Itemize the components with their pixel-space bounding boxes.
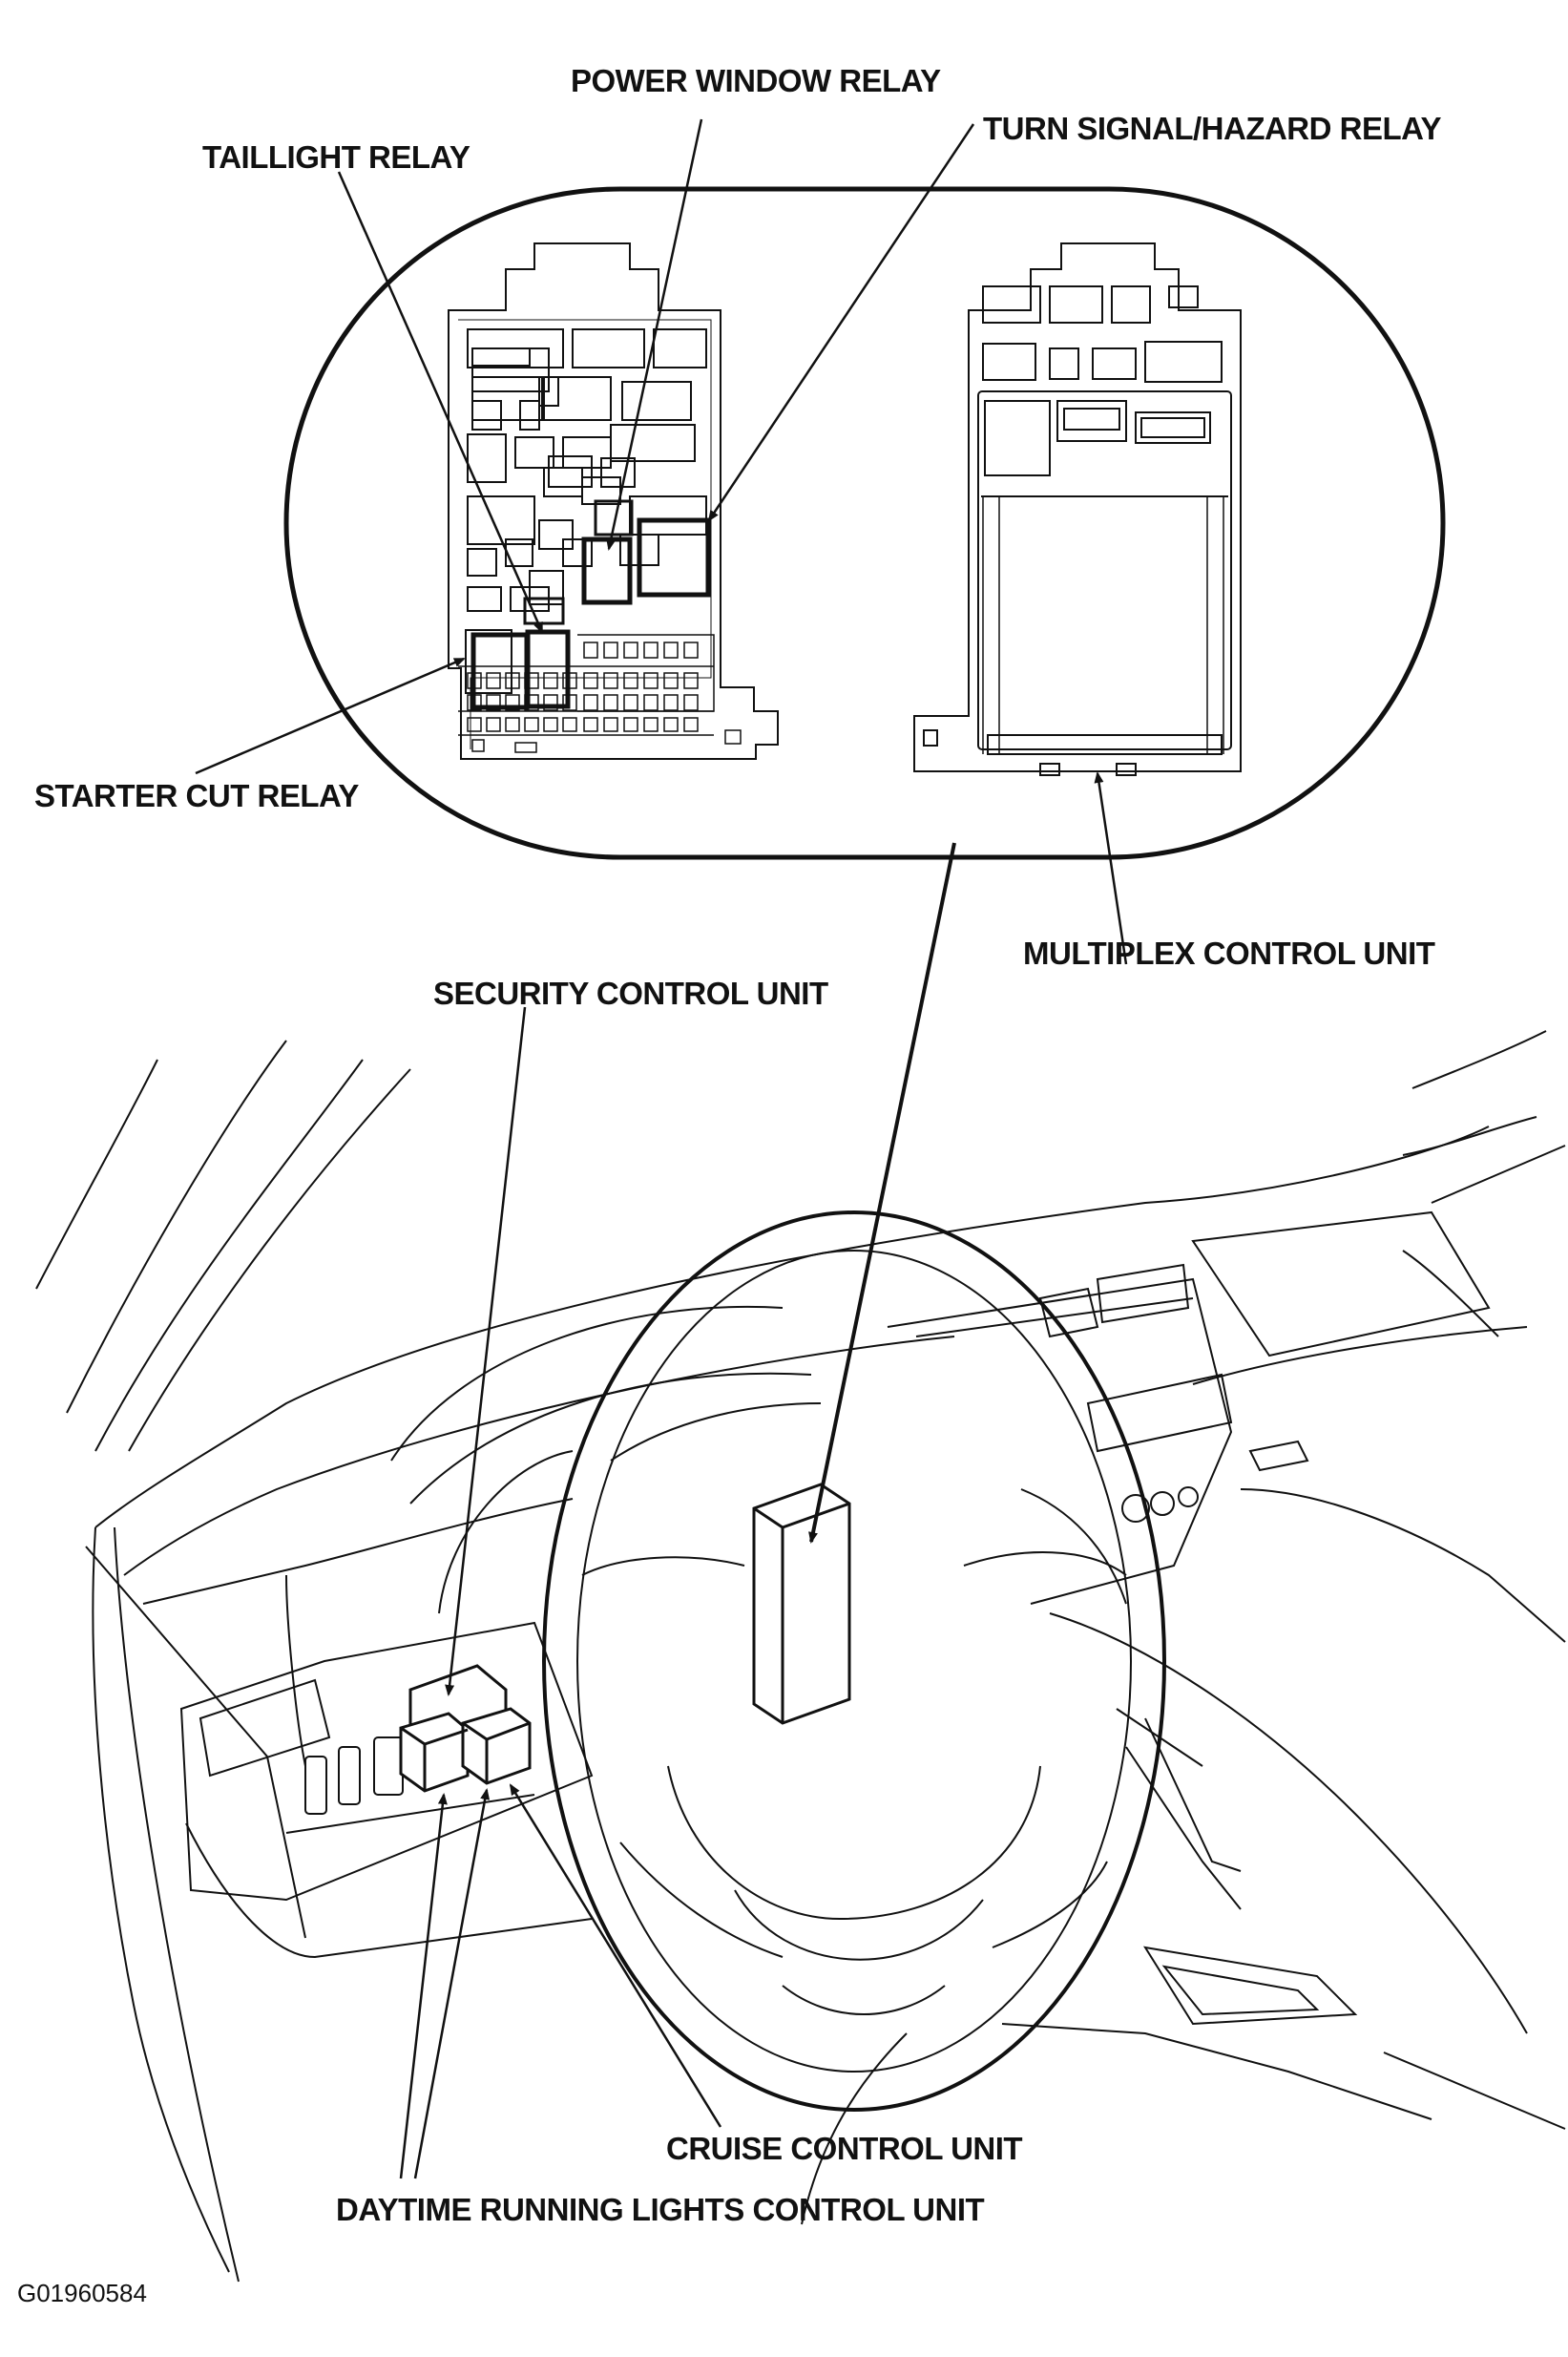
leader-security-control-unit (445, 1007, 525, 1696)
leader-drl-control-unit-b (415, 1788, 491, 2178)
inset-callout-capsule (286, 189, 1443, 857)
label-taillight-relay: TAILLIGHT RELAY (202, 139, 470, 175)
leader-power-window-relay (606, 119, 701, 551)
multiplex-fuse-box (914, 243, 1241, 775)
label-power-window-relay: POWER WINDOW RELAY (571, 63, 941, 98)
leader-multiplex-control-unit (1094, 771, 1126, 964)
leader-multiplex-to-dash (808, 843, 954, 1544)
label-security-control-unit: SECURITY CONTROL UNIT (433, 976, 828, 1011)
dashboard-illustration (36, 1031, 1565, 2282)
leader-lines (196, 119, 1126, 2178)
leader-turn-signal-hazard-relay (707, 124, 973, 522)
label-starter-cut-relay: STARTER CUT RELAY (34, 778, 359, 813)
leader-cruise-control-unit (511, 1783, 721, 2127)
leader-drl-control-unit-a (401, 1793, 448, 2178)
leader-taillight-relay (339, 172, 542, 634)
label-turn-signal-hazard-relay: TURN SIGNAL/HAZARD RELAY (983, 111, 1441, 146)
under-dash-fuse-relay-box (449, 243, 778, 759)
figure-code: G01960584 (17, 2279, 147, 2307)
label-multiplex-control-unit: MULTIPLEX CONTROL UNIT (1023, 936, 1435, 971)
leader-starter-cut-relay (196, 659, 466, 773)
label-cruise-control-unit: CRUISE CONTROL UNIT (666, 2131, 1023, 2166)
label-daytime-running-lights-control-unit: DAYTIME RUNNING LIGHTS CONTROL UNIT (336, 2192, 985, 2227)
